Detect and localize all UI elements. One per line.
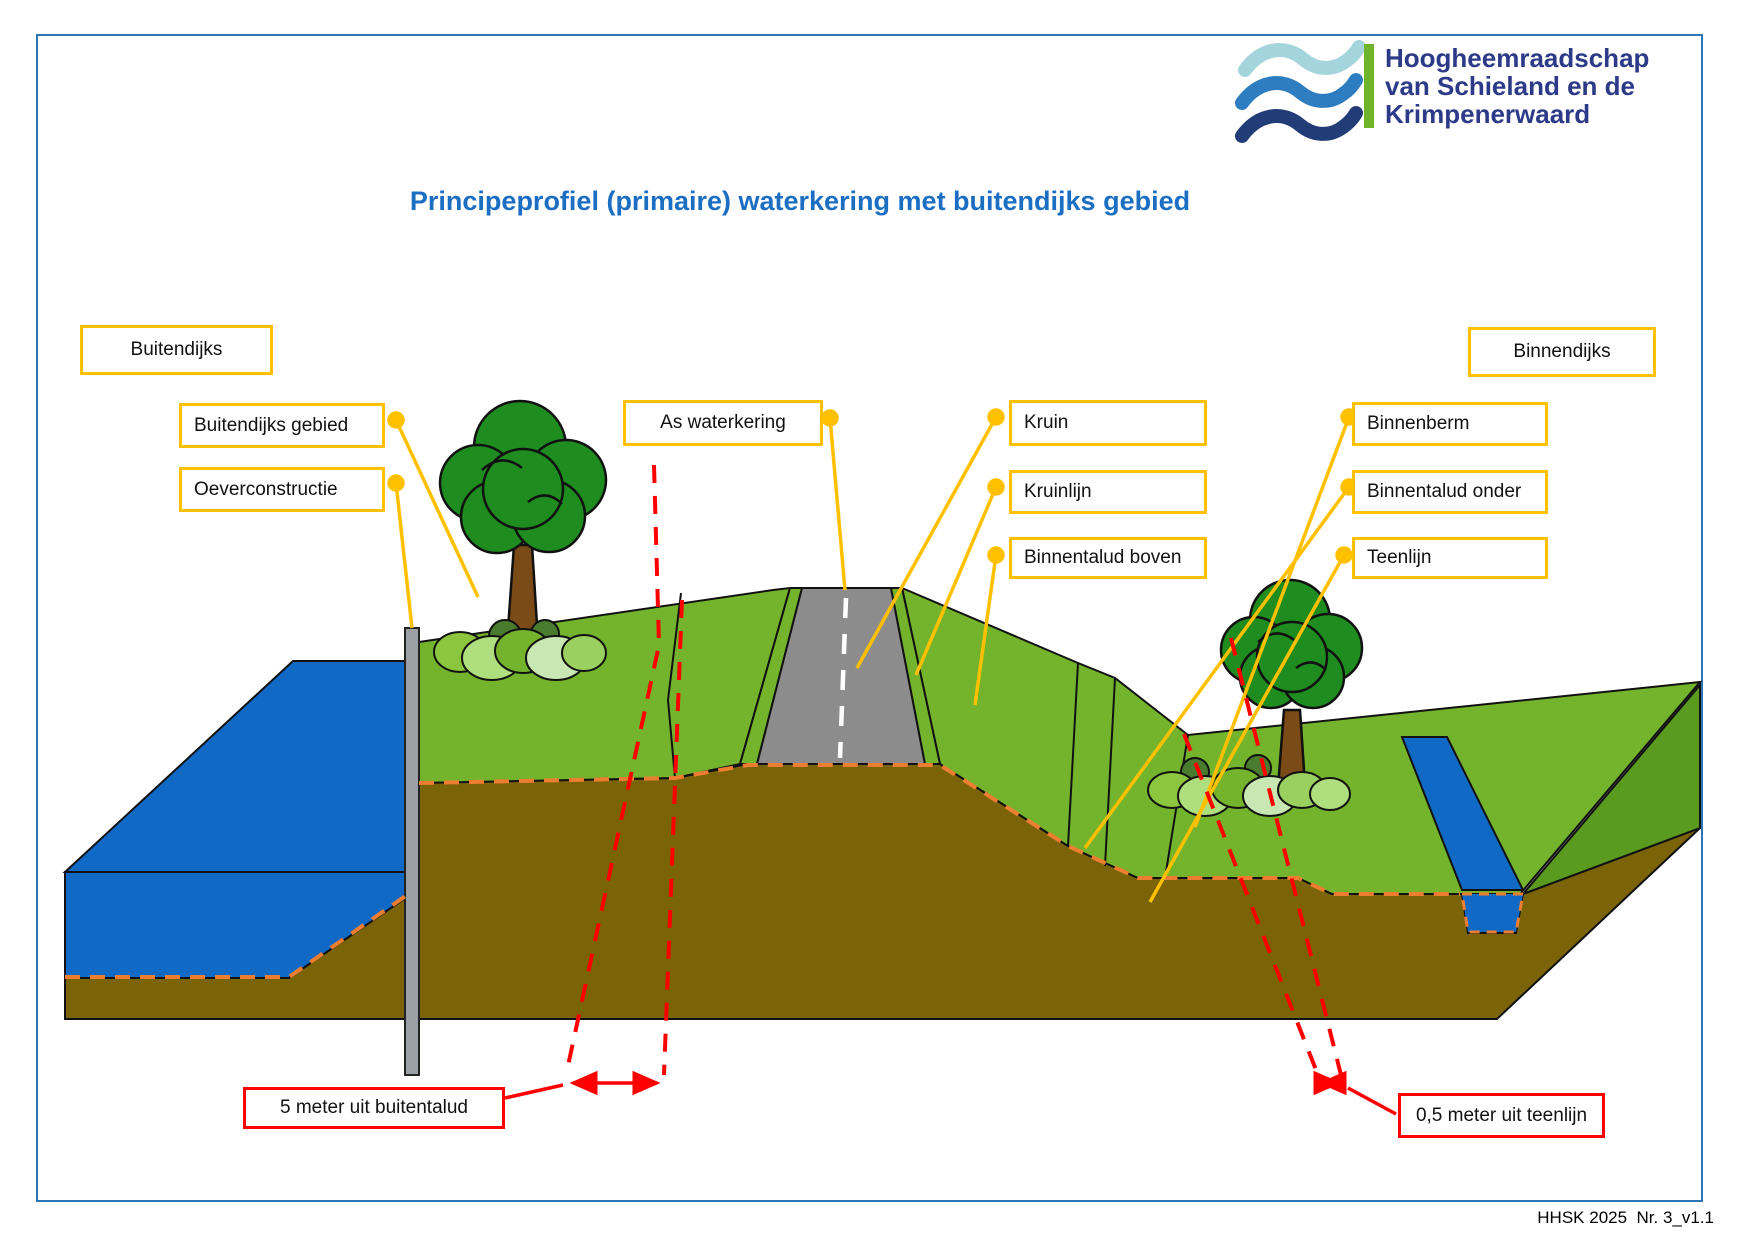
logo-wordmark: Hoogheemraadschap van Schieland en de Kr… <box>1385 44 1649 128</box>
canopy-detail-lines <box>1257 632 1327 671</box>
label-oeverconstructie: Oeverconstructie <box>179 467 385 512</box>
canopy-detail-lines <box>481 459 563 505</box>
label-binnentalud-boven: Binnentalud boven <box>1009 537 1207 579</box>
logo-line-1: Hoogheemraadschap <box>1385 43 1650 73</box>
protection-zone-lines <box>504 464 1397 1116</box>
logo-waves-icon <box>1235 40 1366 143</box>
soil-outline-dashed <box>65 763 1460 979</box>
sheet-pile-wall <box>404 627 420 1076</box>
diagram-title: Principeprofiel (primaire) waterkering m… <box>409 186 1191 216</box>
document-version: HHSK 2025 Nr. 3_v1.1 <box>1537 1208 1714 1227</box>
label-buitendijks-gebied: Buitendijks gebied <box>179 403 385 448</box>
label-buitendijks: Buitendijks <box>80 325 273 375</box>
label-kruin: Kruin <box>1009 400 1207 446</box>
label-teenlijn: Teenlijn <box>1352 537 1548 579</box>
ditch-water <box>1400 736 1525 891</box>
green-side-face <box>1519 682 1701 897</box>
label-5-meter-uit-buitentalud: 5 meter uit buitentalud <box>243 1087 505 1129</box>
tree-left <box>433 399 608 681</box>
dimension-arrows <box>504 1070 1397 1116</box>
buitentalud-toe-line <box>666 592 682 779</box>
tree-canopy <box>1219 578 1364 710</box>
ditch-cross-section <box>1460 892 1525 934</box>
label-binnendijks: Binnendijks <box>1468 327 1656 377</box>
road-centerline <box>837 597 849 759</box>
label-as-waterkering: As waterkering <box>623 400 823 446</box>
bushes-left <box>433 619 607 681</box>
water-surface <box>62 660 408 873</box>
buitendijks-green-surface <box>418 586 792 785</box>
tree-canopy <box>438 399 608 555</box>
diagram-frame <box>36 34 1703 1202</box>
logo-line-2: van Schieland en de <box>1385 71 1635 101</box>
label-kruinlijn: Kruinlijn <box>1009 470 1207 514</box>
water <box>62 660 408 979</box>
label-binnenberm: Binnenberm <box>1352 402 1548 446</box>
logo-divider-bar <box>1364 44 1374 128</box>
logo-line-3: Krimpenerwaard <box>1385 99 1591 129</box>
label-binnentalud-onder: Binnentalud onder <box>1352 470 1548 514</box>
road-verge-right <box>889 587 942 765</box>
label-05-meter-uit-teenlijn: 0,5 meter uit teenlijn <box>1398 1093 1605 1138</box>
label-leader-lines <box>387 408 1358 903</box>
